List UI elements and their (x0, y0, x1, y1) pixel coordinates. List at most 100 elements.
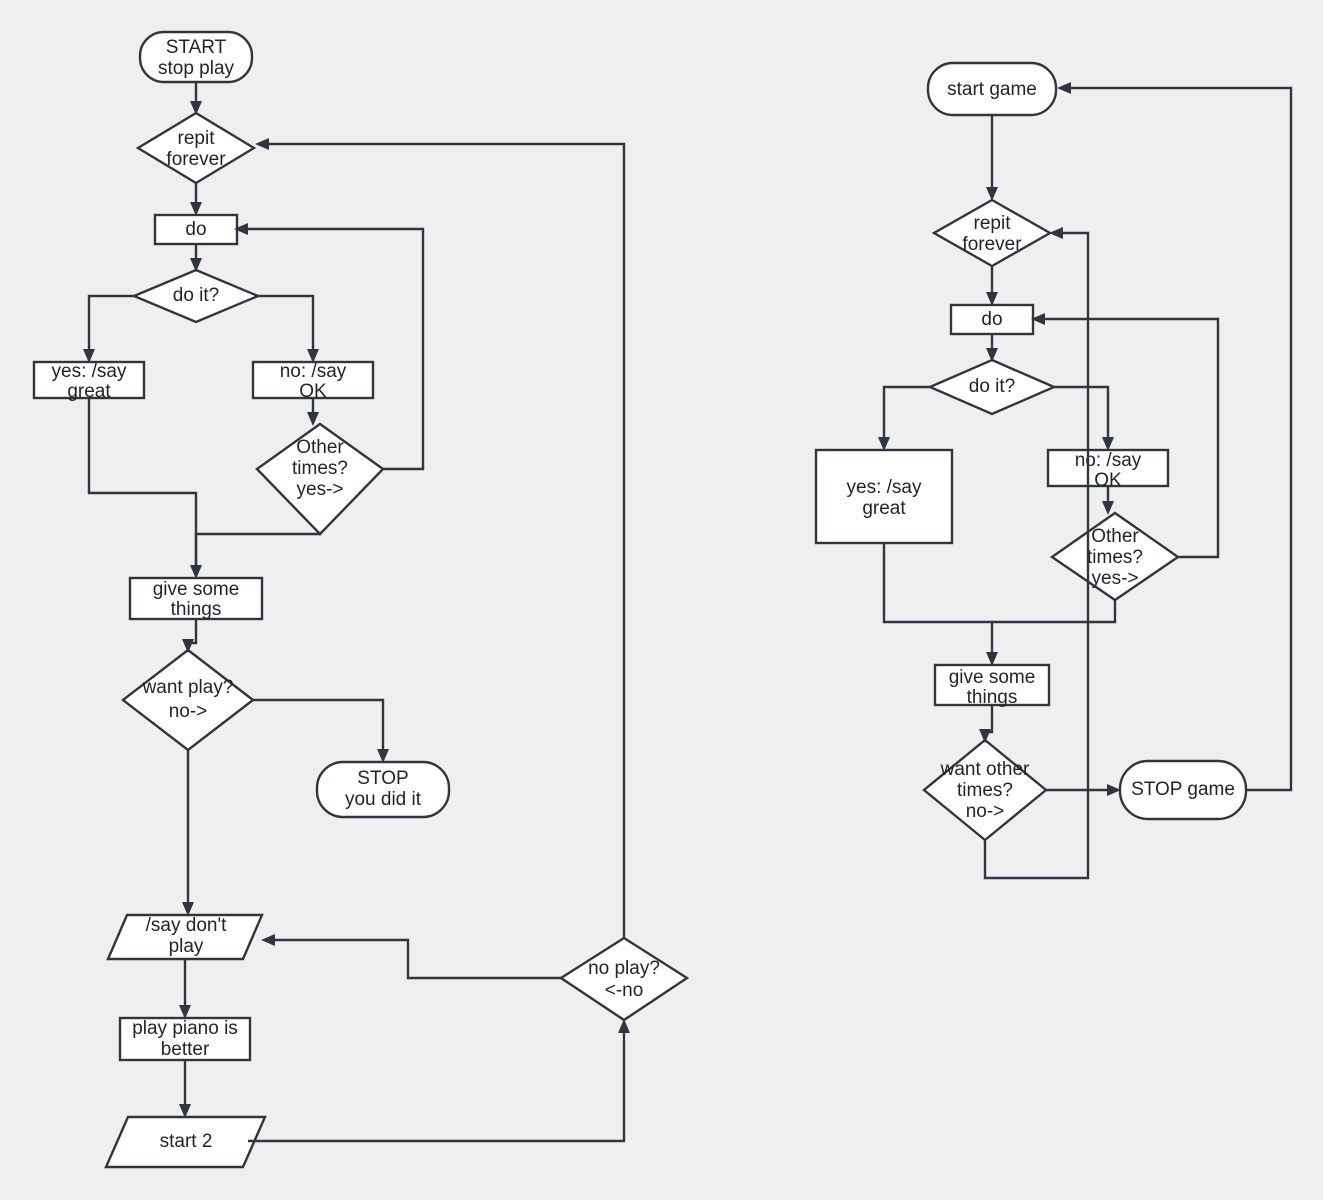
arrowhead (1049, 227, 1063, 239)
node-label-line-1: give some (949, 667, 1036, 688)
node-label-line-1: Other (1091, 526, 1139, 547)
edge-start2-to-noplay (248, 1030, 626, 1143)
node-label: STOP game (1131, 779, 1235, 800)
node-do-right[interactable]: do (949, 303, 1035, 336)
node-label-line-1: STOP (357, 768, 408, 789)
node-give-some-things-right[interactable]: give some things (933, 663, 1051, 708)
node-repit-forever-left[interactable]: repit forever (135, 111, 257, 185)
arrowhead (255, 138, 269, 150)
edge-othertimes-to-merge (194, 532, 322, 568)
node-label-line-1: no: /say (280, 361, 347, 382)
node-label-line-2: great (862, 498, 906, 519)
arrowhead (190, 101, 202, 115)
node-start-stop-play[interactable]: START stop play (138, 30, 254, 84)
edge-doit-yes (87, 294, 134, 352)
arrowhead (1031, 313, 1045, 325)
arrowhead (986, 292, 998, 306)
decision-shape (130, 268, 262, 324)
node-stop-game[interactable]: STOP game (1118, 759, 1248, 821)
arrowhead (986, 652, 998, 666)
node-label-line-1: repit (178, 128, 216, 149)
node-label-line-1: /say don't (146, 915, 227, 936)
node-no-play[interactable]: no play? <-no (558, 936, 690, 1022)
arrowhead (234, 223, 248, 235)
node-label-line-3: yes-> (297, 479, 344, 500)
arrowhead (1107, 784, 1121, 796)
node-do-left[interactable]: do (153, 213, 239, 246)
arrowhead (618, 1019, 630, 1033)
edge-doit-yes-right (882, 385, 930, 440)
node-label-line-1: no play? (588, 958, 660, 979)
node-give-some-things-left[interactable]: give some things (128, 576, 264, 621)
edge-doit-no (258, 294, 315, 352)
node-label: do it? (969, 376, 1015, 397)
edge-othertimes-to-merge-right (992, 600, 1117, 624)
arrowhead (1057, 82, 1071, 94)
node-label-line-2: things (967, 687, 1018, 708)
arrowhead (307, 349, 319, 363)
node-start-game[interactable]: start game (926, 61, 1058, 117)
node-label-line-1: yes: /say (847, 477, 922, 498)
arrowhead (986, 348, 998, 362)
node-label-line-1: give some (153, 579, 240, 600)
arrowhead (979, 729, 991, 743)
node-start-2[interactable]: start 2 (104, 1115, 267, 1169)
edge-wantother-loop-to-repit (983, 231, 1090, 880)
node-other-times-left[interactable]: Other times? yes-> (255, 422, 385, 536)
arrowhead (261, 934, 275, 946)
node-label: do (185, 219, 206, 240)
node-label-line-2: OK (1094, 470, 1122, 491)
node-label-line-1: Other (296, 437, 344, 458)
arrowhead (190, 258, 202, 272)
node-say-dont-play[interactable]: /say don't play (106, 913, 264, 961)
node-play-piano-is-better[interactable]: play piano is better (118, 1016, 252, 1062)
node-label-line-2: stop play (158, 58, 235, 79)
node-label-line-2: times? (957, 780, 1013, 801)
node-label: do it? (173, 285, 219, 306)
node-label-line-1: no: /say (1075, 450, 1142, 471)
node-label-line-2: no-> (169, 701, 208, 722)
arrowhead (83, 349, 95, 363)
arrowhead (179, 1104, 191, 1118)
edge-noplay-to-saydont (272, 938, 561, 980)
node-yes-say-great-right[interactable]: yes: /say great (814, 448, 954, 545)
arrowhead (986, 187, 998, 201)
node-other-times-right[interactable]: Other times? yes-> (1049, 511, 1181, 602)
node-label-line-1: repit (974, 213, 1012, 234)
arrowhead (1102, 501, 1114, 515)
data-shape (104, 1115, 267, 1169)
arrowhead (1102, 437, 1114, 451)
edge-yes-to-merge (87, 398, 198, 568)
node-no-say-ok-left[interactable]: no: /say OK (251, 360, 375, 402)
node-label-line-2: forever (166, 149, 226, 170)
node-stop-you-did-it[interactable]: STOP you did it (315, 760, 451, 819)
node-label-line-2: you did it (345, 789, 422, 810)
decision-shape (121, 648, 255, 752)
node-no-say-ok-right[interactable]: no: /say OK (1046, 448, 1170, 491)
node-do-it-right[interactable]: do it? (926, 358, 1058, 416)
node-label-line-2: OK (299, 381, 327, 402)
edge-othertimes-yes-to-do-right (1042, 317, 1220, 559)
node-label-line-3: yes-> (1092, 568, 1139, 589)
node-repit-forever-right[interactable]: repit forever (931, 198, 1053, 268)
node-label: do (981, 309, 1002, 330)
decision-shape (926, 358, 1058, 416)
node-want-other-times[interactable]: want other times? no-> (922, 738, 1048, 842)
edge-doit-no-right (1054, 385, 1110, 440)
node-label-line-2: times? (292, 458, 348, 479)
node-want-play-left[interactable]: want play? no-> (121, 648, 255, 752)
node-do-it-left[interactable]: do it? (130, 268, 262, 324)
process-shape (1046, 448, 1170, 488)
edge-wantplay-no-to-stop (253, 698, 385, 752)
arrowhead (179, 1005, 191, 1019)
node-yes-say-great-left[interactable]: yes: /say great (32, 360, 146, 402)
arrowhead (182, 902, 194, 916)
node-label-line-2: times? (1087, 547, 1143, 568)
arrowhead (878, 437, 890, 451)
node-label-line-1: play piano is (132, 1018, 238, 1039)
node-label: start game (947, 79, 1037, 100)
arrowhead (190, 202, 202, 216)
edge-othertimes-yes-to-do (244, 227, 425, 471)
